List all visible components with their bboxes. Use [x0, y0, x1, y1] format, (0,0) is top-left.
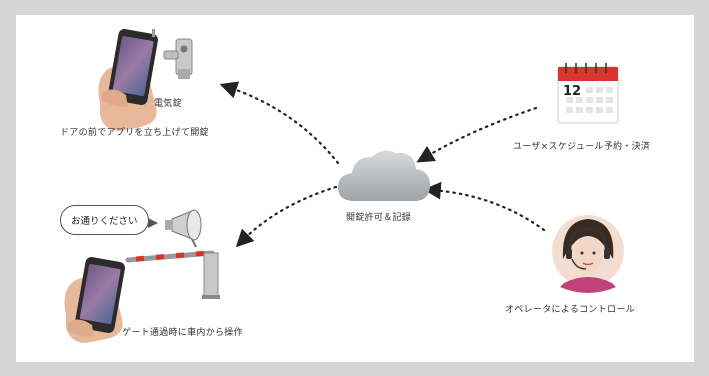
electric-lock-icon: [152, 29, 193, 79]
gate-barrier-icon: [125, 250, 220, 299]
cloud-label: 開錠許可＆記録: [346, 213, 412, 223]
cloud-icon: [338, 150, 430, 201]
diagram-graphics: 12: [64, 29, 624, 343]
operator-avatar-icon: [552, 215, 624, 293]
diagram-canvas: 12: [16, 15, 694, 362]
door-app-label: ドアの前でアプリを立ち上げて開錠: [60, 128, 209, 138]
phone-in-hand-icon-2: [64, 257, 125, 343]
arrow-cloud-to-gate: [235, 185, 338, 248]
calendar-day: 12: [563, 84, 581, 99]
calendar-icon: [557, 63, 619, 124]
operator-label: オペレータによるコントロール: [505, 305, 635, 315]
speech-bubble: お通りください: [60, 205, 157, 235]
arrow-operator-to-cloud: [423, 181, 546, 232]
schedule-label: ユーザ×スケジュール予約・決済: [513, 142, 651, 152]
phone-in-hand-icon: [98, 29, 158, 131]
electric-lock-label: 電気錠: [154, 99, 182, 109]
arrow-schedule-to-cloud: [416, 106, 538, 163]
speaker-icon: [165, 209, 202, 248]
arrow-cloud-to-lock: [219, 81, 340, 165]
gate-label: ゲート通過時に車内から操作: [122, 328, 243, 338]
